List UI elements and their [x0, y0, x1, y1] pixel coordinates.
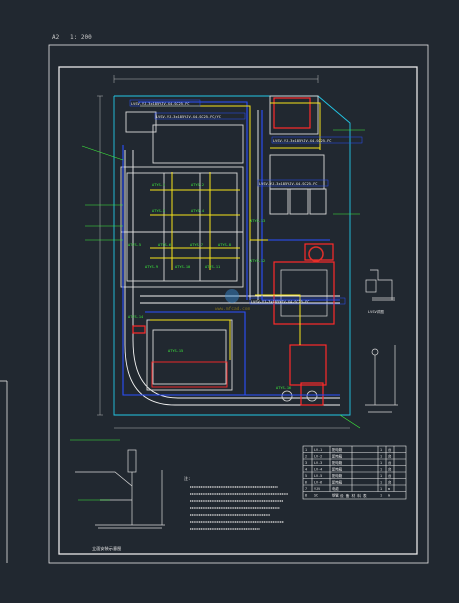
- legend-text: 1 LV-1 配电箱 1 台 2 LV-2 配电箱 1 台 3 LV-3 配电箱 1 台 4 LV-4 配电箱 1 台…: [305, 447, 392, 498]
- legend-cell: 2: [305, 455, 307, 459]
- legend-cell: LV-1: [314, 448, 322, 452]
- watermark: www.mfcad.com: [215, 289, 251, 312]
- box-tag: ATYS-9: [145, 265, 158, 269]
- legend-cell: 1: [380, 461, 382, 465]
- legend-cell: 5: [305, 474, 307, 478]
- box-tag: ATYS-4: [191, 209, 204, 213]
- box-tag: ATYS-11: [205, 265, 220, 269]
- box-tag: ATYS-13: [250, 219, 265, 223]
- legend-cell: m: [388, 494, 390, 498]
- cable-tag: LVSV-YJ-3x185YJV-X4-SC25-FC: [259, 182, 317, 186]
- box-tag: ATYS-3: [152, 209, 165, 213]
- legend-cell: 台: [388, 447, 392, 452]
- legend-cell: 1: [380, 494, 382, 498]
- elevation-leaders: [70, 439, 120, 501]
- watermark-text: www.mfcad.com: [215, 306, 251, 312]
- label-leaders: [81, 129, 365, 429]
- box-tag: ATYS-10: [175, 265, 190, 269]
- drawing-frame: [0, 44, 429, 564]
- box-tag: ATYS-2: [191, 183, 204, 187]
- legend-cell: LV-5: [314, 474, 322, 478]
- notes-block: 注:: [184, 475, 288, 530]
- legend-cell: 台: [388, 480, 392, 485]
- legend-cell: m: [388, 487, 390, 491]
- legend-cell: 1: [380, 487, 382, 491]
- legend-cell: 7: [305, 487, 307, 491]
- legend-cell: 台: [388, 467, 392, 472]
- equipment-tags: ATYS-1 ATYS-2 ATYS-3 ATYS-4 ATYS-5 ATYS-…: [128, 183, 291, 390]
- legend-title: 设 备 材 料 表: [340, 493, 367, 498]
- box-tag: ATYS-16: [276, 386, 291, 390]
- box-tag: ATYS-1: [152, 183, 165, 187]
- legend-cell: YJV: [314, 487, 320, 491]
- legend-cell: 8: [305, 494, 307, 498]
- legend-cell: LV-6: [314, 481, 322, 485]
- legend-cell: 配电箱: [332, 473, 343, 478]
- legend-cell: 台: [388, 460, 392, 465]
- legend-cell: 1: [380, 468, 382, 472]
- legend-cell: 电缆: [332, 486, 339, 491]
- legend-cell: 1: [305, 448, 307, 452]
- lower-building: [146, 319, 233, 391]
- legend-cell: 配电箱: [332, 454, 343, 459]
- legend-cell: 钢管: [332, 493, 339, 498]
- detail-symbols: [365, 269, 398, 413]
- main-building: [120, 111, 244, 288]
- box-tag: ATYS-15: [168, 349, 183, 353]
- elevation-title: 立面安装示意图: [92, 545, 121, 552]
- legend-cell: 配电箱: [332, 480, 343, 485]
- legend-cell: 台: [388, 454, 392, 459]
- legend-cell: 台: [388, 473, 392, 478]
- box-tag: ATYS-7: [190, 243, 203, 247]
- notes-heading: 注:: [184, 475, 190, 481]
- box-tag: ATYS-8: [218, 243, 231, 247]
- legend-cell: 1: [380, 481, 382, 485]
- box-tag: ATYS-5: [128, 243, 141, 247]
- box-tag: ATYS-6: [158, 243, 171, 247]
- legend-cell: 配电箱: [332, 467, 343, 472]
- cable-runs-yellow: [140, 102, 321, 360]
- legend-cell: 4: [305, 468, 307, 472]
- dimension-lines: [97, 75, 350, 429]
- legend-cell: 1: [380, 455, 382, 459]
- cable-tag: LVSV-YJ-3x185YJV-X4-SC25-FC/YC: [156, 115, 221, 119]
- cable-tag: LVSV-YJ-3x185YJV-X4-SC25-FC: [251, 300, 309, 304]
- legend-cell: LV-2: [314, 455, 322, 459]
- legend-cell: 配电箱: [332, 447, 343, 452]
- box-tag: ATYS-12: [250, 259, 265, 263]
- cable-runs-blue: [122, 101, 340, 396]
- water-tank: [281, 246, 324, 402]
- cable-tags: LVSV-YJ-3x185YJV-X4-SC25-FC LVSV-YJ-3x18…: [129, 99, 363, 305]
- legend-cell: LV-4: [314, 468, 322, 472]
- legend-cell: 1: [380, 448, 382, 452]
- cable-tag: LVSV-YJ-3x185YJV-X4-SC25-FC: [131, 102, 189, 106]
- legend-cell: SC: [314, 494, 318, 498]
- elevation-detail: [75, 449, 165, 529]
- legend-cell: 配电箱: [332, 460, 343, 465]
- red-zones: [132, 97, 335, 406]
- legend-cell: 6: [305, 481, 307, 485]
- east-buildings: [269, 95, 327, 215]
- legend-cell: 1: [380, 474, 382, 478]
- detail-title: LVSV详图: [368, 309, 384, 314]
- legend-cell: 3: [305, 461, 307, 465]
- cable-tag: LVSV-YJ-3x185YJV-X4-SC25-FC: [273, 139, 331, 143]
- legend-table: [302, 445, 407, 500]
- box-tag: ATYS-14: [128, 315, 143, 319]
- legend-cell: LV-3: [314, 461, 322, 465]
- scale-header: A2 1: 200: [52, 34, 92, 41]
